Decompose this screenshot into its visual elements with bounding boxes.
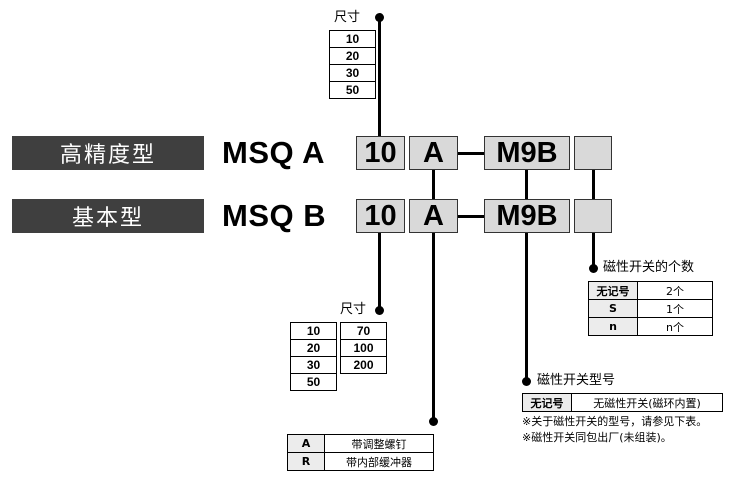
size-bottom-cell: 30 (290, 356, 337, 374)
adjust-option-value: 带内部缓冲器 (324, 452, 434, 471)
connector-count (592, 170, 595, 199)
switch-count-key: n (588, 317, 638, 336)
size-code-box-1: 10 (356, 136, 405, 170)
model-prefix-b: MSQ B (222, 198, 327, 233)
dash-connector-1 (458, 152, 484, 155)
size-code-box-2: 10 (356, 199, 405, 233)
connector-adjust (432, 170, 435, 199)
model-name-basic: 基本型 (12, 199, 204, 233)
size-bottom-cell: 70 (340, 322, 387, 340)
switch-model-note-2: ※磁性开关同包出厂(未组装)。 (522, 431, 672, 444)
switch-model-key: 无记号 (522, 393, 572, 412)
adjust-option-key: R (287, 452, 325, 471)
size-bottom-table-2: 70 100 200 (340, 322, 387, 374)
leader-dot-size-top (375, 13, 384, 22)
leader-switch-count (592, 233, 595, 269)
leader-size-top (378, 18, 381, 136)
adjust-option-value: 带调整螺钉 (324, 434, 434, 453)
switch-count-key: S (588, 299, 638, 318)
switch-count-key: 无记号 (588, 281, 638, 300)
size-top-cell: 50 (329, 81, 376, 99)
switch-count-value: n个 (637, 317, 713, 336)
switch-count-box-2 (574, 199, 612, 233)
switch-model-note-1: ※关于磁性开关的型号，请参见下表。 (522, 415, 708, 428)
leader-dot-switch-model (522, 377, 531, 386)
model-prefix-a: MSQ A (222, 135, 325, 170)
adjust-option-key: A (287, 434, 325, 453)
size-bottom-table-1: 10 20 30 50 (290, 322, 337, 391)
switch-code-box-2: M9B (484, 199, 570, 233)
switch-model-title: 磁性开关型号 (537, 373, 616, 388)
switch-count-title: 磁性开关的个数 (603, 260, 695, 275)
size-top-cell: 30 (329, 64, 376, 82)
leader-size-bottom (378, 233, 381, 310)
adjust-code-box-1: A (409, 136, 458, 170)
switch-count-value: 1个 (637, 299, 713, 318)
switch-model-value: 无磁性开关(磁环内置) (571, 393, 723, 412)
size-bottom-cell: 100 (340, 339, 387, 357)
switch-code-box-1: M9B (484, 136, 570, 170)
model-name-high-precision: 高精度型 (12, 136, 204, 170)
size-bottom-cell: 10 (290, 322, 337, 340)
switch-count-value: 2个 (637, 281, 713, 300)
dash-connector-2 (458, 215, 484, 218)
switch-count-box-1 (574, 136, 612, 170)
size-top-title: 尺寸 (334, 10, 361, 25)
size-top-cell: 20 (329, 47, 376, 65)
size-bottom-title: 尺寸 (340, 302, 367, 317)
adjust-code-box-2: A (409, 199, 458, 233)
size-bottom-cell: 20 (290, 339, 337, 357)
size-bottom-cell: 200 (340, 356, 387, 374)
size-bottom-cell: 50 (290, 373, 337, 391)
leader-dot-switch-count (589, 264, 598, 273)
leader-adjust (432, 233, 435, 421)
connector-switch (525, 170, 528, 199)
leader-dot-size-bottom (375, 306, 384, 315)
size-top-cell: 10 (329, 30, 376, 48)
leader-dot-adjust (429, 417, 438, 426)
leader-switch-model (525, 233, 528, 381)
switch-model-table: 无记号无磁性开关(磁环内置) (522, 393, 723, 412)
size-top-table: 10 20 30 50 (329, 30, 376, 99)
